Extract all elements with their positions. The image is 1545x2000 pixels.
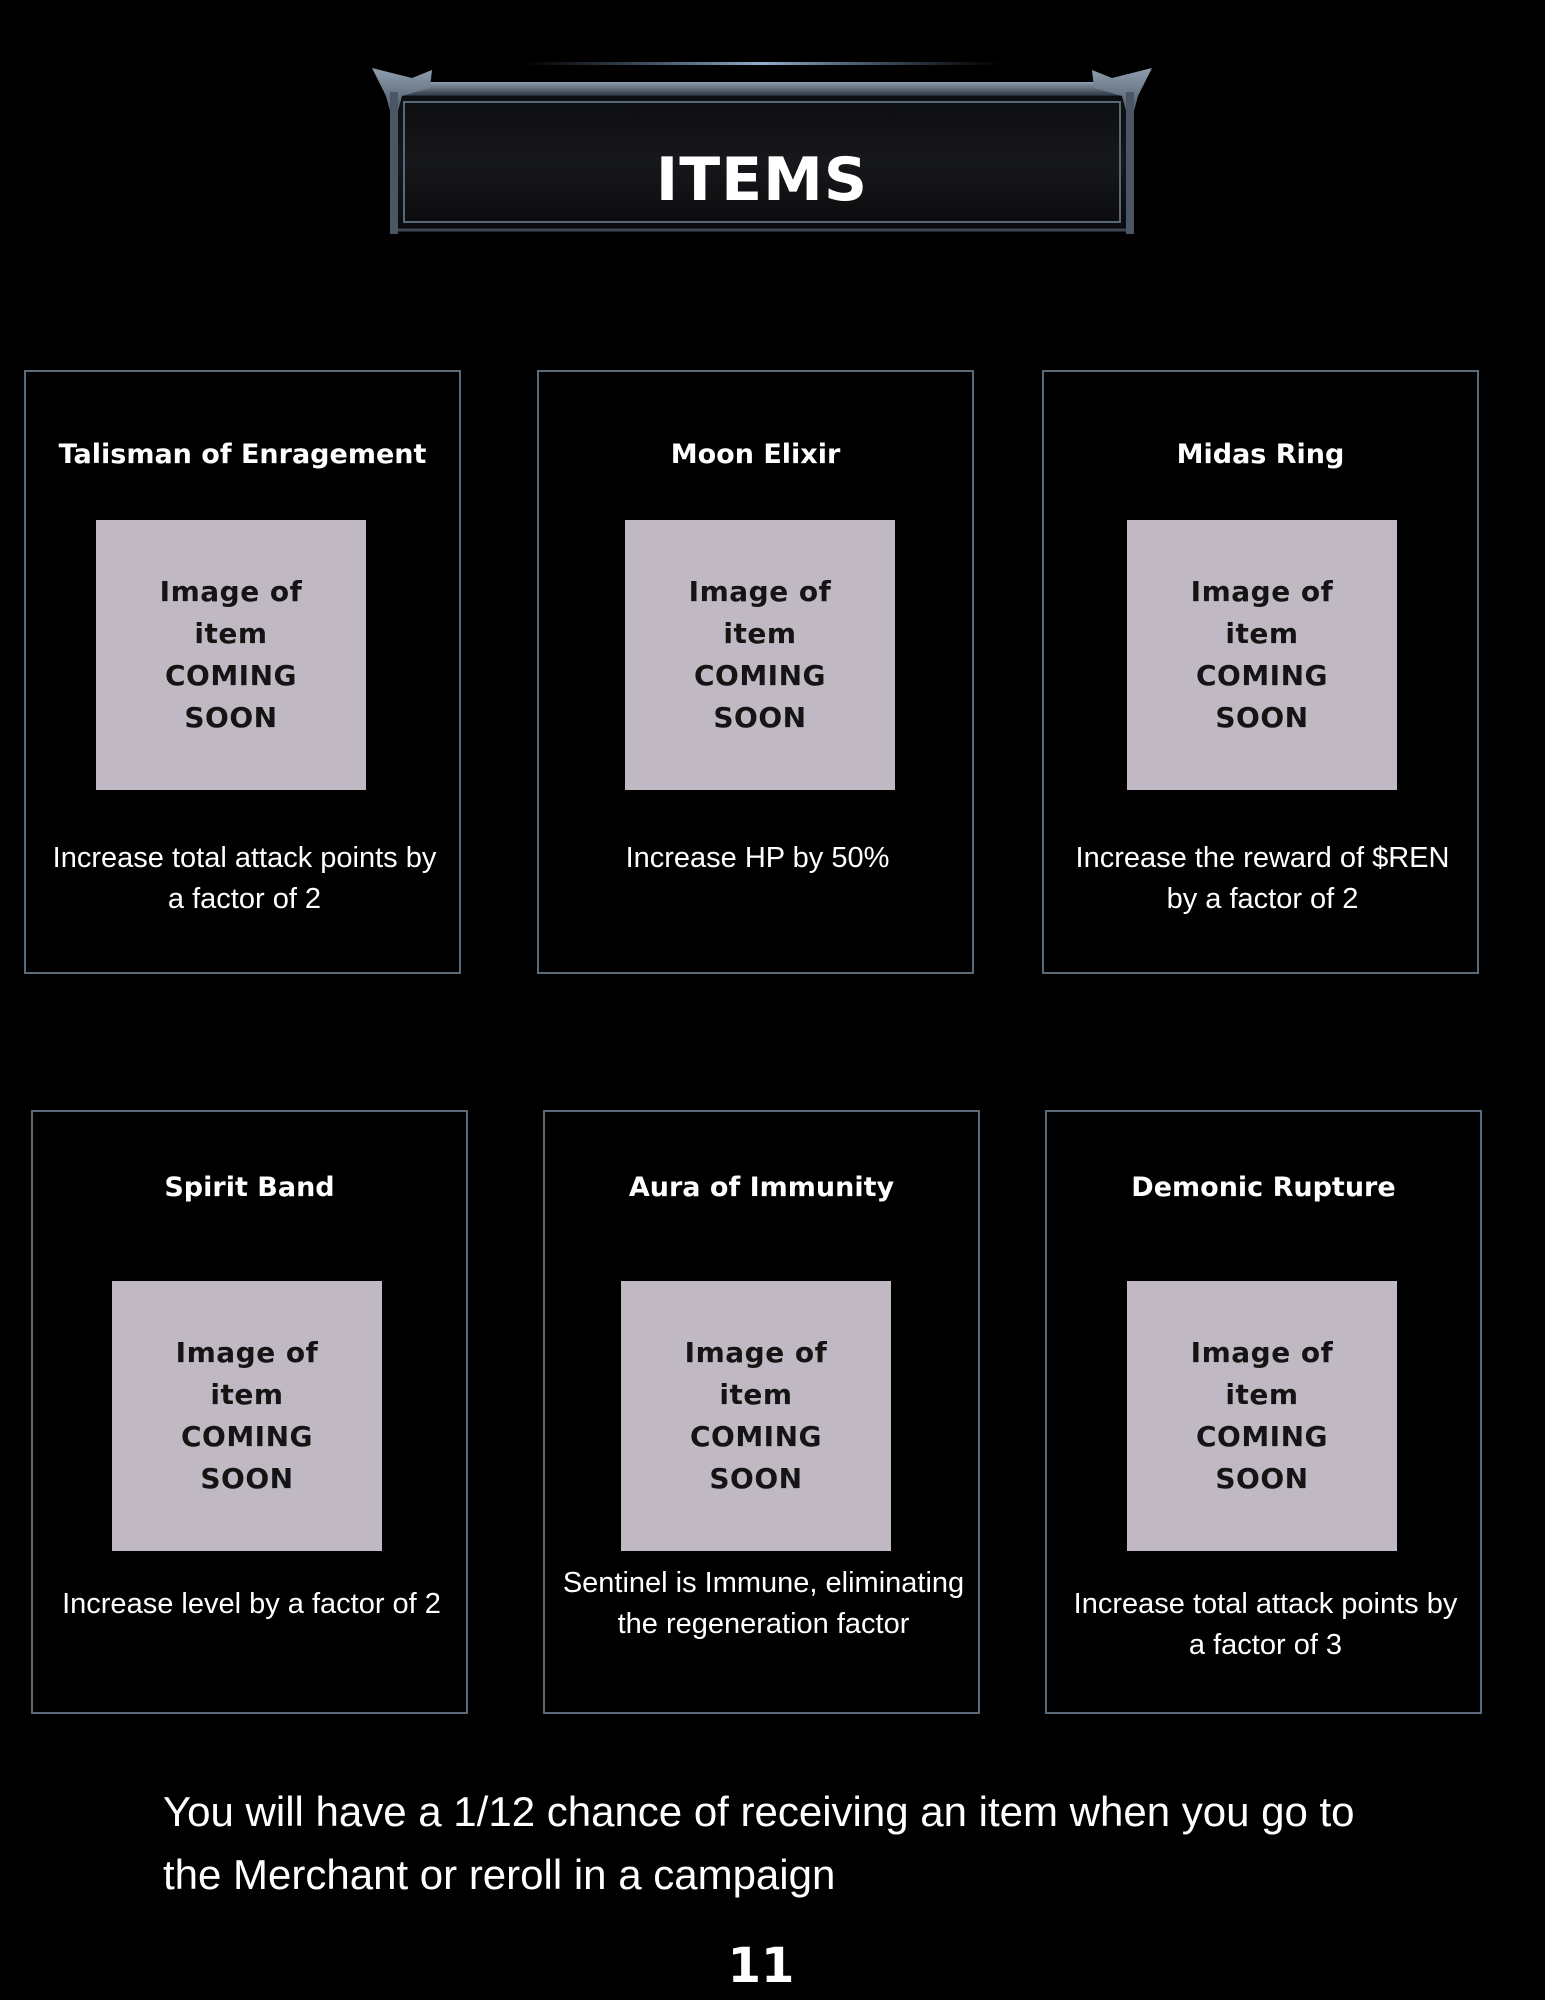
page-title: ITEMS (655, 145, 869, 215)
item-description: Sentinel is Immune, eliminating the rege… (562, 1567, 965, 1640)
item-card-midas-ring: Midas Ring Image of item COMING SOON Inc… (1042, 370, 1479, 974)
item-description: Increase total attack points by a factor… (52, 842, 437, 915)
banner-frame (372, 62, 1152, 234)
item-image-placeholder: Image of item COMING SOON (112, 1281, 382, 1551)
placeholder-text: Image of item COMING SOON (159, 575, 303, 734)
header-banner: ITEMS (372, 56, 1152, 236)
item-description: Increase level by a factor of 2 (62, 1588, 441, 1620)
item-image-placeholder: Image of item COMING SOON (625, 520, 895, 790)
item-card-moon-elixir: Moon Elixir Image of item COMING SOON In… (537, 370, 974, 974)
page-number: 11 (727, 1938, 795, 1994)
item-name: Moon Elixir (670, 439, 841, 470)
item-name: Talisman of Enragement (58, 439, 427, 470)
item-card-talisman-of-enragement: Talisman of Enragement Image of item COM… (24, 370, 461, 974)
item-name: Midas Ring (1176, 439, 1345, 470)
placeholder-text: Image of item COMING SOON (688, 575, 832, 734)
item-description: Increase total attack points by a factor… (1073, 1588, 1458, 1661)
item-card-aura-of-immunity: Aura of Immunity Image of item COMING SO… (543, 1110, 980, 1714)
item-card-spirit-band: Spirit Band Image of item COMING SOON In… (31, 1110, 468, 1714)
item-name: Aura of Immunity (628, 1172, 895, 1203)
item-description: Increase the reward of $REN by a factor … (1075, 842, 1450, 915)
item-description: Increase HP by 50% (625, 842, 890, 874)
placeholder-text: Image of item COMING SOON (684, 1336, 828, 1495)
item-card-demonic-rupture: Demonic Rupture Image of item COMING SOO… (1045, 1110, 1482, 1714)
item-image-placeholder: Image of item COMING SOON (1127, 1281, 1397, 1551)
item-name: Demonic Rupture (1131, 1172, 1396, 1203)
placeholder-text: Image of item COMING SOON (1190, 575, 1334, 734)
item-image-placeholder: Image of item COMING SOON (621, 1281, 891, 1551)
item-image-placeholder: Image of item COMING SOON (1127, 520, 1397, 790)
placeholder-text: Image of item COMING SOON (175, 1336, 319, 1495)
placeholder-text: Image of item COMING SOON (1190, 1336, 1334, 1495)
item-image-placeholder: Image of item COMING SOON (96, 520, 366, 790)
drop-chance-note: You will have a 1/12 chance of receiving… (163, 1788, 1355, 1898)
item-name: Spirit Band (164, 1172, 335, 1203)
